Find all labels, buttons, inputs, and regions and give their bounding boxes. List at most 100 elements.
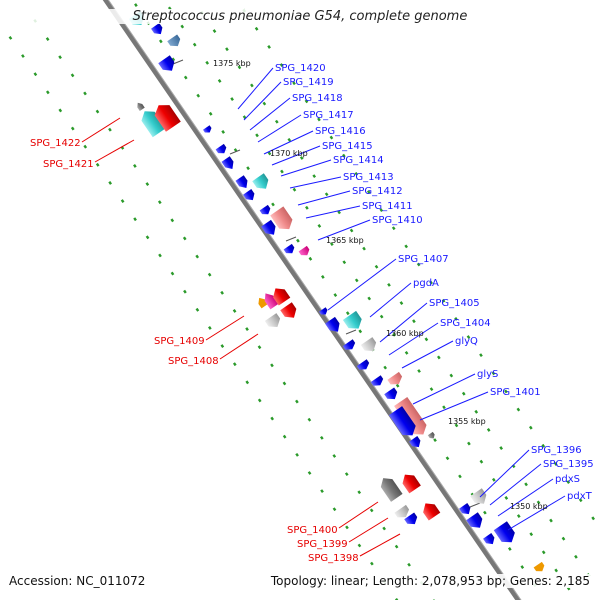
tick-dot <box>221 292 223 294</box>
tick-dot <box>338 211 340 213</box>
gene-label[interactable]: SPG_1405 <box>429 298 480 309</box>
tick-dot <box>481 460 483 462</box>
tick-dot <box>268 46 270 48</box>
gene-label[interactable]: SPG_1418 <box>292 93 343 104</box>
tick-dot <box>459 475 461 477</box>
tick-dot <box>97 110 99 112</box>
tick-dot <box>381 315 383 317</box>
gene-arrow[interactable] <box>420 499 441 520</box>
gene-arrow[interactable] <box>252 173 271 192</box>
label-leader-line <box>220 334 258 359</box>
gene-arrow[interactable] <box>203 125 213 134</box>
gene-arrow[interactable] <box>361 337 379 355</box>
gene-arrow[interactable] <box>135 101 144 111</box>
gene-arrow[interactable] <box>399 471 421 494</box>
tick-dot <box>406 352 408 354</box>
gene-label[interactable]: SPG_1399 <box>297 539 348 550</box>
gene-label[interactable]: SPG_1412 <box>352 186 403 197</box>
tick-dot <box>288 139 290 141</box>
gene-label[interactable]: SPG_1409 <box>154 336 205 347</box>
tick-dot <box>219 80 221 82</box>
gene-label[interactable]: SPG_1420 <box>275 63 326 74</box>
gene-label[interactable]: SPG_1413 <box>343 172 394 183</box>
tick-dot <box>214 30 216 32</box>
tick-dot <box>418 370 420 372</box>
gene-label[interactable]: SPG_1400 <box>287 525 338 536</box>
label-leader-line <box>360 534 400 556</box>
genome-title: Streptococcus pneumoniae G54, complete g… <box>0 9 600 24</box>
gene-label[interactable]: SPG_1419 <box>283 77 334 88</box>
tick-dot <box>109 128 111 130</box>
tick-dot <box>185 76 187 78</box>
tick-dot <box>521 566 523 568</box>
gene-arrow[interactable] <box>284 244 297 256</box>
tick-dot <box>525 483 527 485</box>
tick-dot <box>122 200 124 202</box>
gene-label[interactable]: SPG_1396 <box>531 445 582 456</box>
gene-label[interactable]: SPG_1416 <box>315 126 366 137</box>
gene-label[interactable]: SPG_1415 <box>322 141 373 152</box>
tick-dot <box>575 556 577 558</box>
gene-label[interactable]: glyS <box>477 369 498 380</box>
scale-label: 1365 kbp <box>326 236 364 245</box>
tick-dot <box>347 312 349 314</box>
label-leader-line <box>328 259 396 310</box>
scale-tick <box>470 503 480 507</box>
tick-dot <box>10 37 12 39</box>
tick-dot <box>438 356 440 358</box>
gene-label[interactable]: SPG_1410 <box>372 215 423 226</box>
gene-label[interactable]: glyQ <box>455 336 478 347</box>
tick-dot <box>226 48 228 50</box>
gene-arrow[interactable] <box>470 488 489 507</box>
tick-dot <box>500 447 502 449</box>
gene-label[interactable]: SPG_1422 <box>30 138 81 149</box>
gene-arrow[interactable] <box>280 302 299 321</box>
tick-dot <box>468 442 470 444</box>
label-leader-line <box>339 502 378 528</box>
tick-dot <box>397 385 399 387</box>
gene-label[interactable]: SPG_1398 <box>308 553 359 564</box>
gene-label[interactable]: SPG_1395 <box>543 459 594 470</box>
gene-label[interactable]: SPG_1407 <box>398 254 449 265</box>
tick-dot <box>72 74 74 76</box>
tick-dot <box>509 548 511 550</box>
scale-label: 1350 kbp <box>510 502 548 511</box>
gene-label[interactable]: SPG_1408 <box>168 356 219 367</box>
tick-dot <box>47 38 49 40</box>
tick-dot <box>530 533 532 535</box>
gene-arrow[interactable] <box>299 246 312 258</box>
gene-label[interactable]: SPG_1414 <box>333 155 384 166</box>
gene-arrow[interactable] <box>534 562 547 574</box>
gene-arrow[interactable] <box>377 474 402 502</box>
gene-label[interactable]: SPG_1404 <box>440 318 491 329</box>
gene-arrow[interactable] <box>265 313 283 331</box>
gene-label[interactable]: SPG_1417 <box>303 110 354 121</box>
gene-label[interactable]: pdxS <box>555 474 580 485</box>
gene-arrow[interactable] <box>343 311 365 333</box>
tick-dot <box>371 562 373 564</box>
label-leader-line <box>306 206 360 218</box>
tick-dot <box>197 309 199 311</box>
tick-dot <box>259 399 261 401</box>
gene-arrow[interactable] <box>167 34 183 49</box>
tick-dot <box>297 239 299 241</box>
tick-dot <box>235 149 237 151</box>
gene-arrow[interactable] <box>384 387 400 402</box>
gene-arrow[interactable] <box>151 23 165 37</box>
tick-dot <box>356 279 358 281</box>
gene-arrow[interactable] <box>158 55 177 74</box>
gene-label[interactable]: pdxT <box>567 491 593 502</box>
gene-arrow[interactable] <box>494 521 519 547</box>
gene-label[interactable]: SPG_1411 <box>362 201 413 212</box>
tick-dot <box>384 366 386 368</box>
gene-label[interactable]: SPG_1401 <box>490 387 541 398</box>
gene-label[interactable]: SPG_1421 <box>43 159 94 170</box>
gene-arrow[interactable] <box>483 533 497 547</box>
tick-dot <box>447 457 449 459</box>
tick-dot <box>488 429 490 431</box>
gene-label[interactable]: pgdA <box>413 278 439 289</box>
label-leader-line <box>413 374 475 404</box>
gene-arrow[interactable] <box>387 372 404 388</box>
gene-arrow[interactable] <box>216 144 229 156</box>
tick-dot <box>319 225 321 227</box>
